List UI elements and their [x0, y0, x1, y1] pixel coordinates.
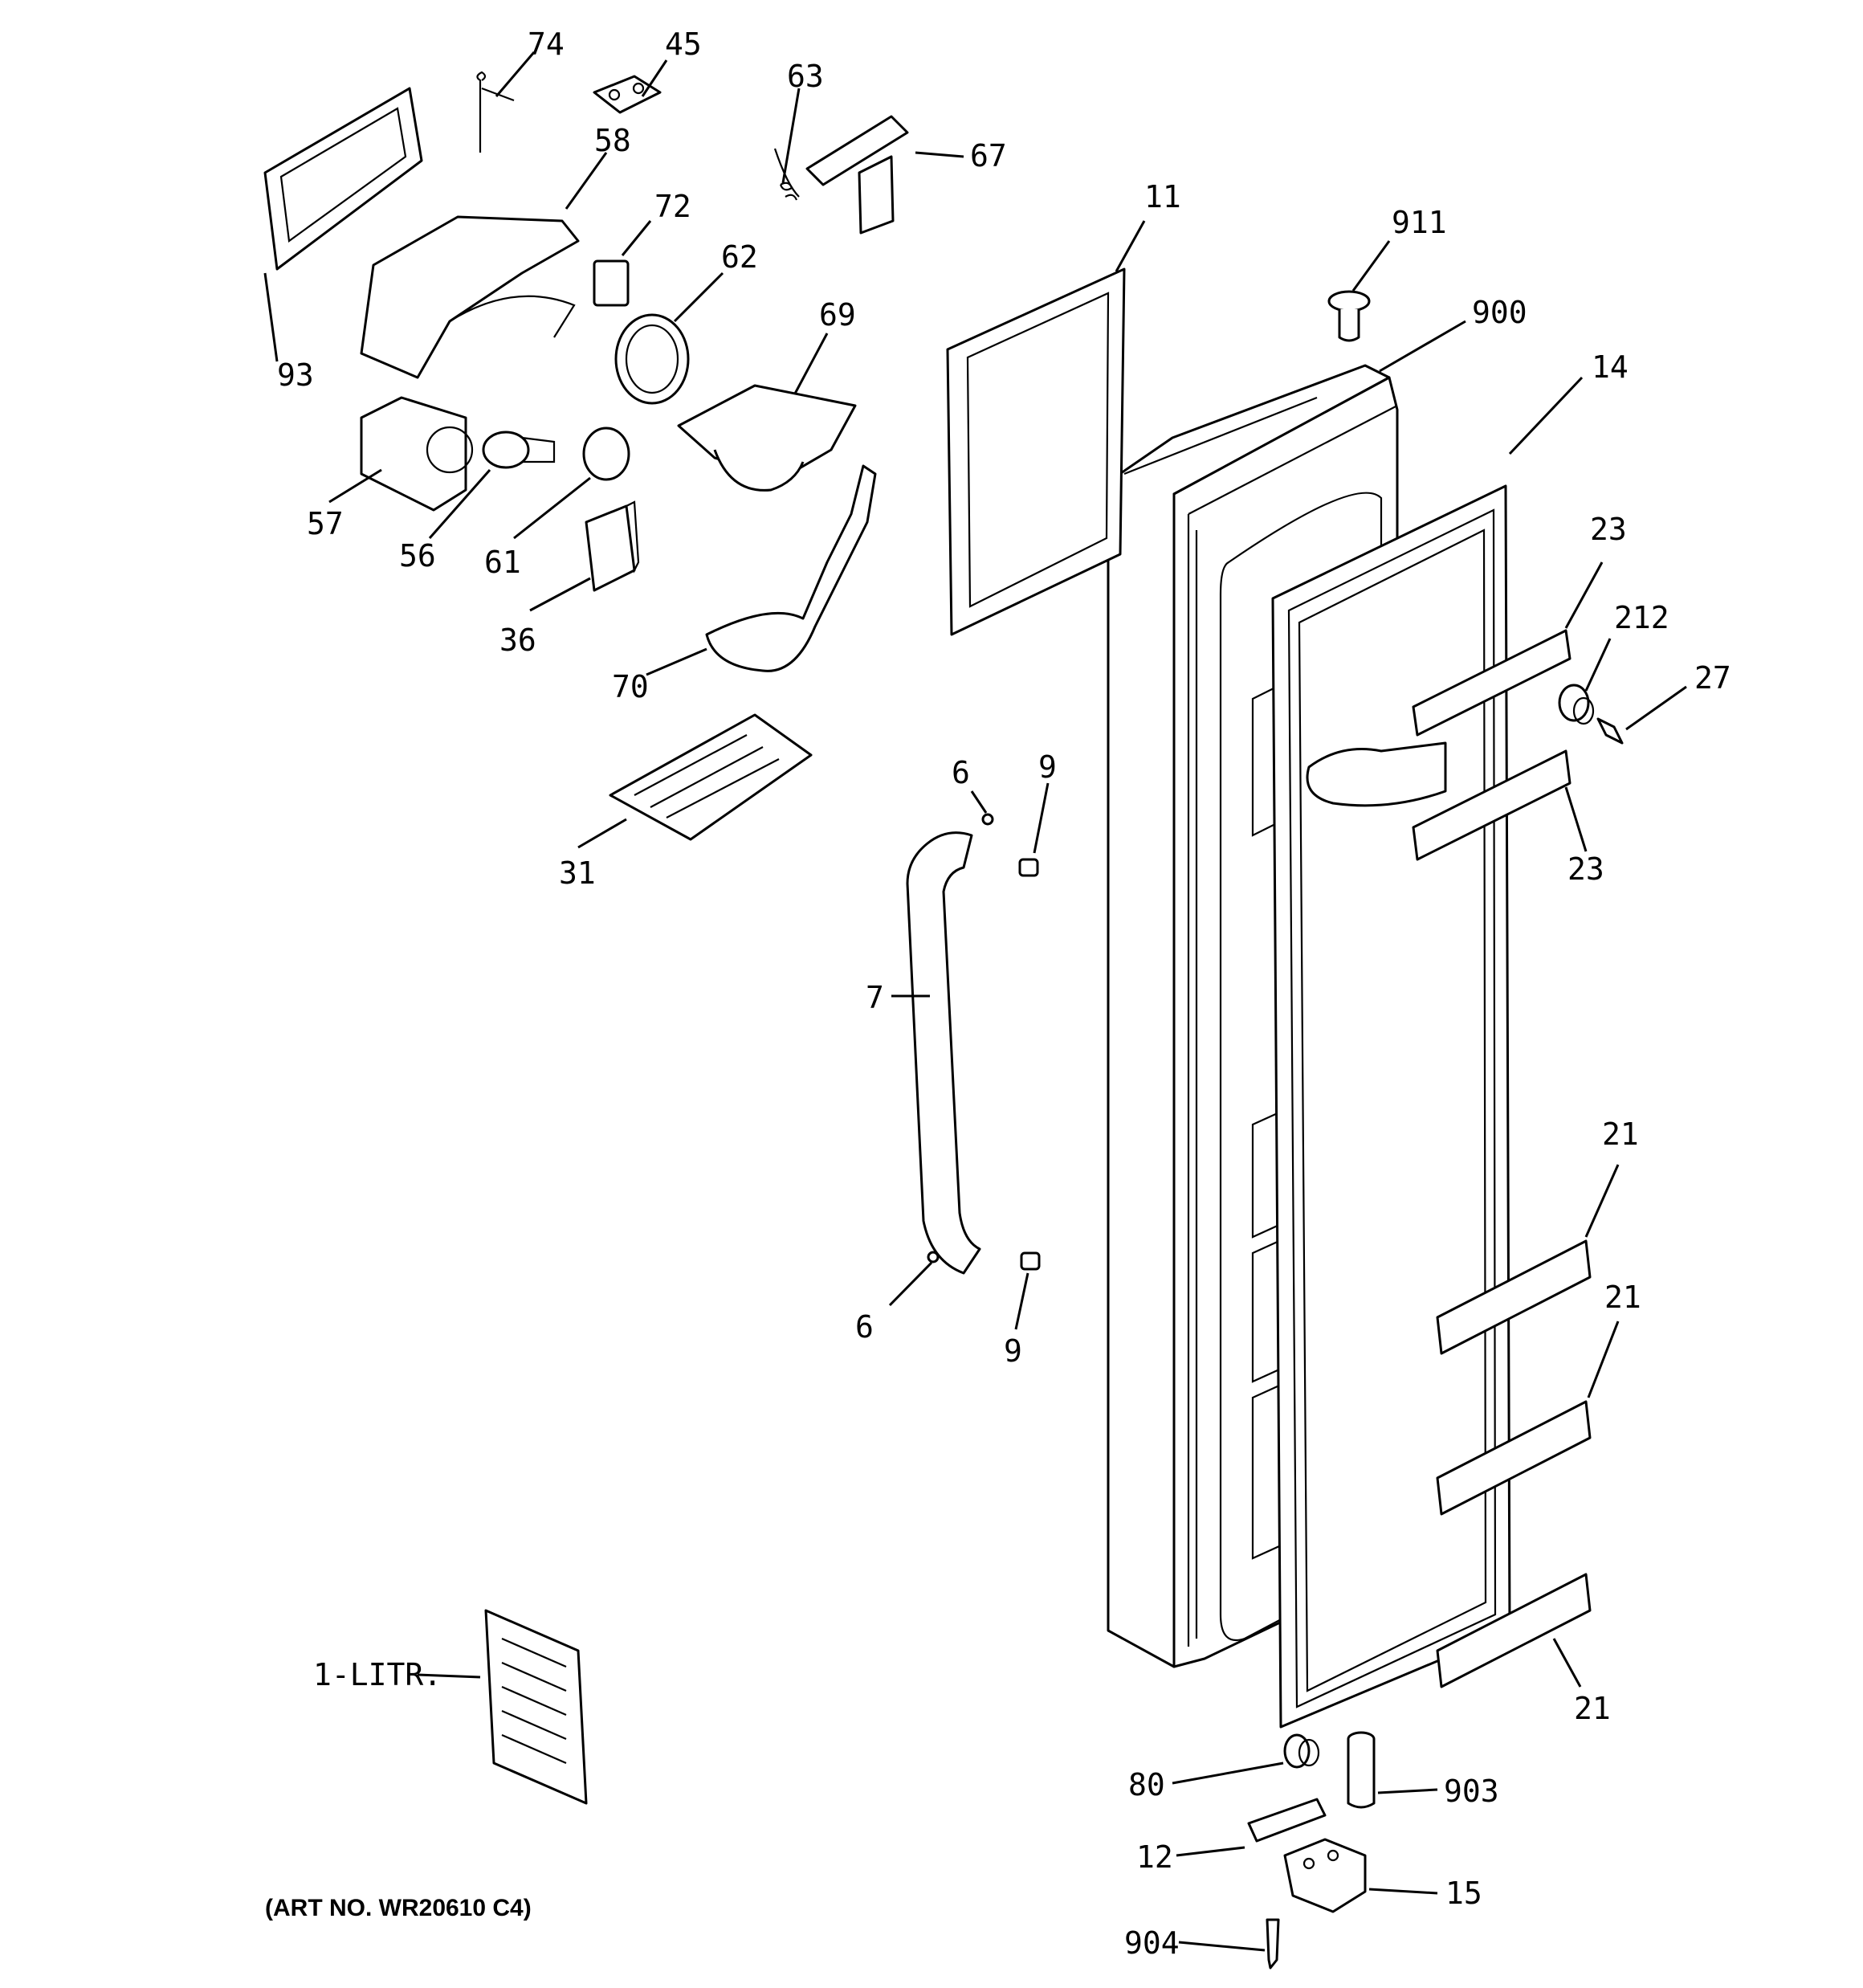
- part-69-chute: [677, 384, 857, 492]
- part-904-screw: [1266, 1918, 1280, 1970]
- label-58: 58: [594, 123, 631, 158]
- part-70-paddle: [705, 464, 877, 672]
- label-27: 27: [1694, 660, 1731, 696]
- label-903: 903: [1444, 1774, 1499, 1809]
- freezer-upper-door-panel: [946, 267, 1126, 636]
- label-21b: 21: [1604, 1280, 1641, 1315]
- part-93-control-board: [263, 87, 423, 271]
- label-15: 15: [1445, 1876, 1482, 1911]
- part-62-ring: [614, 313, 690, 405]
- part-9-top: [1018, 858, 1039, 877]
- shelf-bin-21-a: [1436, 1239, 1592, 1355]
- label-62: 62: [721, 239, 758, 275]
- label-45: 45: [665, 27, 702, 62]
- part-74-spring: [476, 71, 515, 153]
- part-72-switch: [593, 259, 630, 307]
- part-80-stop: [1283, 1733, 1320, 1769]
- label-36: 36: [499, 623, 536, 658]
- label-61: 61: [484, 545, 521, 580]
- part-61-coupler: [582, 427, 630, 481]
- part-1-litr-literature: [484, 1609, 588, 1805]
- label-11: 11: [1144, 179, 1181, 214]
- label-56: 56: [399, 538, 436, 574]
- part-12-bracket: [1247, 1798, 1327, 1843]
- label-74: 74: [528, 27, 565, 62]
- part-9-bottom: [1020, 1251, 1041, 1271]
- dispenser-funnel: [1306, 741, 1447, 807]
- part-57-motor-cover: [360, 396, 474, 512]
- part-27-screw: [1596, 717, 1624, 745]
- label-69: 69: [819, 297, 856, 333]
- part-58-housing: [360, 215, 580, 379]
- shelf-bin-23-lower: [1412, 749, 1572, 861]
- label-21c: 21: [1574, 1691, 1611, 1726]
- label-1-litr: 1-LITR.: [313, 1657, 442, 1692]
- part-15-hinge: [1283, 1838, 1367, 1913]
- label-23a: 23: [1590, 512, 1627, 547]
- label-6a: 6: [952, 755, 970, 790]
- label-904: 904: [1124, 1925, 1180, 1961]
- label-21a: 21: [1602, 1116, 1639, 1152]
- part-6-top: [981, 813, 994, 826]
- shelf-bin-23-upper: [1412, 629, 1572, 737]
- label-23b: 23: [1567, 851, 1604, 887]
- label-911: 911: [1392, 205, 1447, 240]
- shelf-bin-21-b: [1436, 1400, 1592, 1516]
- label-80: 80: [1128, 1767, 1165, 1802]
- part-56-auger: [482, 431, 556, 469]
- label-14: 14: [1592, 349, 1629, 385]
- part-911-bushing: [1327, 290, 1371, 342]
- part-36-actuator: [585, 500, 640, 592]
- label-900: 900: [1472, 295, 1527, 330]
- label-6b: 6: [855, 1309, 874, 1345]
- part-6-bottom: [927, 1251, 940, 1263]
- part-67-bracket: [805, 115, 909, 235]
- part-31-drip-tray: [609, 713, 813, 841]
- label-70: 70: [612, 669, 649, 704]
- label-57: 57: [307, 506, 344, 541]
- label-7: 7: [866, 980, 884, 1015]
- part-903-pin: [1347, 1731, 1376, 1809]
- leader-lines: [263, 51, 1687, 1952]
- part-212-cap: [1558, 684, 1595, 725]
- door-handle: [906, 831, 981, 1275]
- label-93: 93: [277, 357, 314, 393]
- label-212: 212: [1614, 600, 1669, 635]
- label-9a: 9: [1038, 749, 1057, 785]
- label-63: 63: [787, 59, 824, 94]
- label-31: 31: [559, 855, 596, 891]
- label-9b: 9: [1004, 1333, 1022, 1369]
- door-gasket: [1271, 484, 1511, 1729]
- label-67: 67: [970, 138, 1007, 173]
- art-number: (ART NO. WR20610 C4): [265, 1895, 532, 1921]
- shelf-bin-21-c: [1436, 1573, 1592, 1688]
- part-63-spring: [773, 148, 800, 201]
- part-45-bracket: [593, 75, 662, 114]
- label-72: 72: [654, 189, 691, 224]
- label-12: 12: [1136, 1839, 1173, 1875]
